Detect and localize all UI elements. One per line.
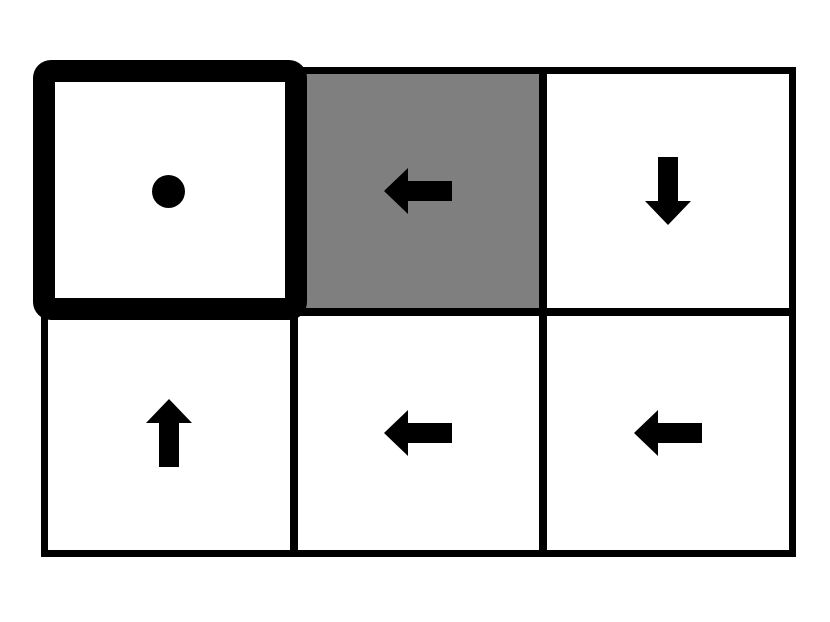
arrow-left-icon — [384, 168, 453, 214]
grid-cell-r1-c1 — [293, 312, 544, 554]
grid-cell-r0-c2 — [543, 70, 793, 312]
agent-position-dot-icon — [152, 174, 186, 208]
grid-cell-r1-c2 — [543, 312, 793, 554]
grid-cell-r0-c1 — [293, 70, 544, 312]
arrow-left-icon — [384, 410, 453, 456]
gridworld-grid — [33, 60, 796, 557]
arrow-left-icon — [634, 410, 703, 456]
grid-cell-r1-c0 — [44, 312, 294, 554]
grid-cell-r0-c0 — [33, 60, 307, 320]
arrow-down-icon — [645, 157, 692, 225]
arrow-up-icon — [145, 399, 192, 467]
